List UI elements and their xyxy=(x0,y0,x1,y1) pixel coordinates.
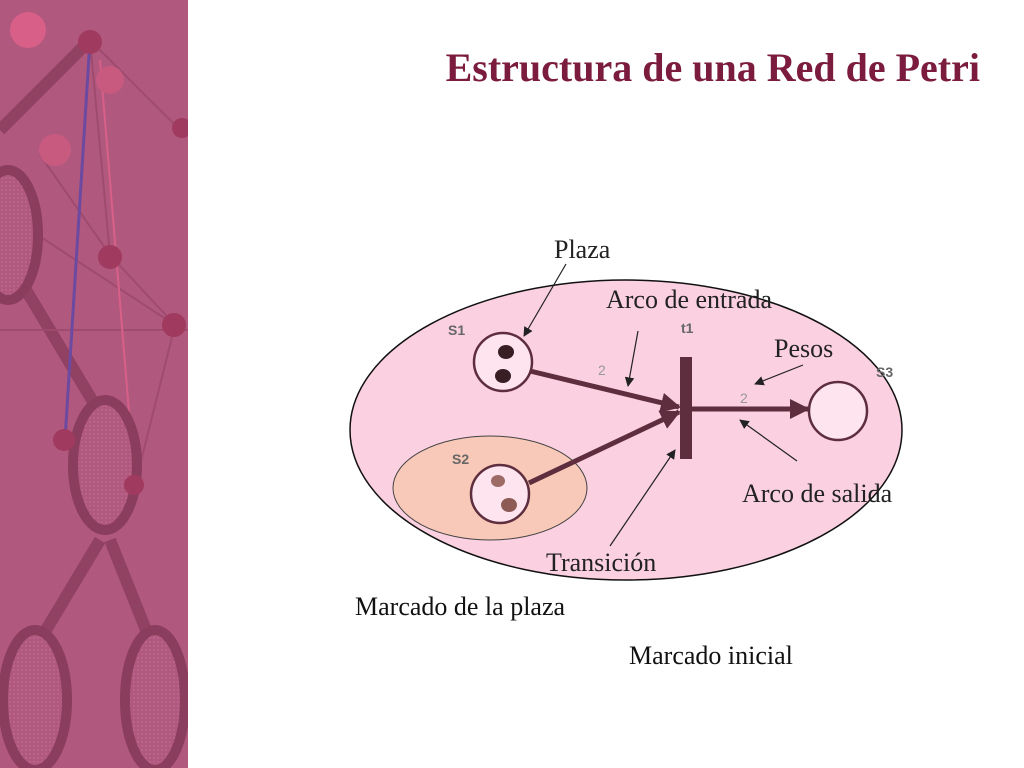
marcado-inicial-label: Marcado inicial xyxy=(629,641,793,670)
place-s2-label: S2 xyxy=(452,451,469,467)
decorative-sidebar xyxy=(0,0,188,768)
place-s1 xyxy=(472,331,534,393)
slide-title: Estructura de una Red de Petri xyxy=(445,45,980,90)
place-s3-label: S3 xyxy=(876,364,893,380)
transicion-pointer xyxy=(609,449,676,547)
marcado-plaza-label: Marcado de la plaza xyxy=(355,592,566,621)
place-s3 xyxy=(807,380,869,442)
place-s1-label: S1 xyxy=(448,322,465,338)
input-arc-s2 xyxy=(527,409,681,486)
pesos-label: Pesos xyxy=(774,334,833,363)
arco-entrada-pointer xyxy=(624,330,639,387)
input-arc-weight: 2 xyxy=(598,362,606,378)
transition-t1-label: t1 xyxy=(681,320,694,336)
transition-t1 xyxy=(680,357,692,459)
s2-token xyxy=(491,475,505,487)
s1-token xyxy=(498,345,514,359)
pesos-pointer xyxy=(754,364,804,386)
place-s2 xyxy=(469,463,531,525)
arco-salida-label: Arco de salida xyxy=(742,479,893,508)
s2-token xyxy=(501,498,517,512)
arco-salida-pointer xyxy=(739,419,798,462)
transicion-label: Transición xyxy=(546,548,656,577)
arco-entrada-label: Arco de entrada xyxy=(606,285,772,314)
input-arc-s1 xyxy=(529,368,681,413)
plaza-label: Plaza xyxy=(554,235,611,264)
s1-token xyxy=(495,369,511,383)
output-arc-weight: 2 xyxy=(740,390,748,406)
plaza-pointer xyxy=(523,263,567,337)
